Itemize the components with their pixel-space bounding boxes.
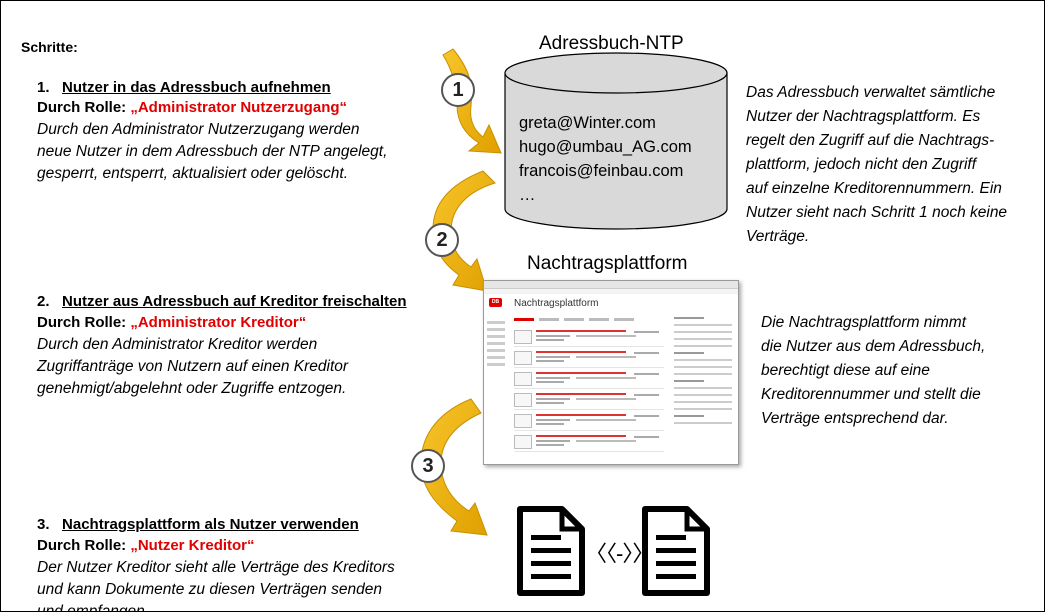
step-2-title: 2. Nutzer aus Adressbuch auf Kreditor fr… — [37, 293, 407, 310]
step-2-description-line: genehmigt/abgelehnt oder Zugriffe entzog… — [37, 380, 347, 397]
screenshot-sidebar — [674, 317, 732, 429]
steps-heading: Schritte: — [21, 39, 78, 55]
step-3-role-name: „Nutzer Kreditor“ — [130, 537, 255, 554]
addressbook-entry: greta@Winter.com — [519, 114, 656, 132]
step-1-description-line: neue Nutzer in dem Adressbuch der NTP an… — [37, 143, 388, 160]
screenshot-row — [514, 390, 664, 410]
step-3-description-line: und kann Dokumente zu diesen Verträgen s… — [37, 581, 382, 598]
step-1-description: Durch den Administrator Nutzerzugang wer… — [37, 119, 387, 185]
addressbook-note-line: regelt den Zugriff auf die Nachtrags- — [746, 132, 995, 149]
platform-screenshot: DB Nachtragsplattform — [483, 280, 739, 465]
step-badge-3: 3 — [411, 449, 445, 483]
platform-note: Die Nachtragsplattform nimmt die Nutzer … — [761, 311, 985, 431]
step-2-title-text: Nutzer aus Adressbuch auf Kreditor freis… — [62, 293, 407, 310]
document-icon-left — [517, 506, 585, 596]
addressbook-note-line: Nutzer sieht nach Schritt 1 noch keine — [746, 204, 1008, 221]
platform-note-line: die Nutzer aus dem Adressbuch, — [761, 338, 986, 355]
addressbook-note-line: plattform, jedoch nicht den Zugriff — [746, 156, 977, 173]
step-2-role-name: „Administrator Kreditor“ — [130, 314, 307, 331]
platform-note-line: Kreditorennummer und stellt die — [761, 386, 981, 403]
addressbook-note-line: Verträge. — [746, 228, 810, 245]
addressbook-entry: hugo@umbau_AG.com — [519, 138, 692, 156]
addressbook-cylinder — [504, 52, 728, 230]
addressbook-note-line: Nutzer der Nachtragsplattform. Es — [746, 108, 981, 125]
step-3-title: 3. Nachtragsplattform als Nutzer verwend… — [37, 516, 359, 533]
screenshot-row — [514, 411, 664, 431]
screenshot-row — [514, 327, 664, 347]
step-3-description-line: und empfangen. — [37, 603, 150, 612]
screenshot-row — [514, 369, 664, 389]
step-2-number: 2. — [37, 293, 50, 310]
step-3-description: Der Nutzer Kreditor sieht alle Verträge … — [37, 557, 395, 612]
step-1-role: Durch Rolle: „Administrator Nutzerzugang… — [37, 99, 347, 116]
step-2-description-line: Zugriffanträge von Nutzern auf einen Kre… — [37, 358, 349, 375]
step-1-description-line: gesperrt, entsperrt, aktualisiert oder g… — [37, 165, 349, 182]
step-1-role-name: „Administrator Nutzerzugang“ — [130, 99, 348, 116]
addressbook-entry: … — [519, 186, 536, 204]
db-logo: DB — [489, 298, 502, 307]
browser-toolbar — [484, 289, 738, 294]
addressbook-note-line: auf einzelne Kreditorennummern. Ein — [746, 180, 1002, 197]
step-1-role-prefix: Durch Rolle: — [37, 99, 131, 116]
step-arrow-3 — [420, 398, 488, 536]
screenshot-row — [514, 348, 664, 368]
screenshot-tabs — [514, 317, 644, 322]
screenshot-row — [514, 432, 664, 452]
step-3-title-text: Nachtragsplattform als Nutzer verwenden — [62, 516, 359, 533]
addressbook-entries: greta@Winter.com hugo@umbau_AG.com franc… — [519, 111, 692, 207]
browser-bar — [484, 281, 738, 289]
document-icon-right — [642, 506, 710, 596]
step-2-description-line: Durch den Administrator Kreditor werden — [37, 336, 318, 353]
step-3-number: 3. — [37, 516, 50, 533]
platform-caption: Nachtragsplattform — [527, 253, 688, 274]
platform-note-line: Die Nachtragsplattform nimmt — [761, 314, 967, 331]
step-3-role-prefix: Durch Rolle: — [37, 537, 131, 554]
step-badge-2: 2 — [425, 223, 459, 257]
step-2-role: Durch Rolle: „Administrator Kreditor“ — [37, 314, 306, 331]
screenshot-page-title: Nachtragsplattform — [514, 298, 599, 309]
addressbook-entry: francois@feinbau.com — [519, 162, 684, 180]
step-3-description-line: Der Nutzer Kreditor sieht alle Verträge … — [37, 559, 395, 576]
step-badge-1: 1 — [441, 73, 475, 107]
exchange-symbol: 〈〈-〉〉 — [585, 541, 654, 566]
addressbook-note-line: Das Adressbuch verwaltet sämtliche — [746, 84, 996, 101]
addressbook-caption: Adressbuch-NTP — [539, 33, 684, 54]
step-1-title: 1. Nutzer in das Adressbuch aufnehmen — [37, 79, 331, 96]
step-3-role: Durch Rolle: „Nutzer Kreditor“ — [37, 537, 255, 554]
step-2-description: Durch den Administrator Kreditor werden … — [37, 334, 348, 400]
step-1-title-text: Nutzer in das Adressbuch aufnehmen — [62, 79, 331, 96]
step-1-description-line: Durch den Administrator Nutzerzugang wer… — [37, 121, 360, 138]
screenshot-menu — [487, 321, 509, 370]
platform-note-line: Verträge entsprechend dar. — [761, 410, 949, 427]
step-1-number: 1. — [37, 79, 50, 96]
step-2-role-prefix: Durch Rolle: — [37, 314, 131, 331]
platform-note-line: berechtigt diese auf eine — [761, 362, 930, 379]
addressbook-note: Das Adressbuch verwaltet sämtliche Nutze… — [746, 81, 1007, 249]
